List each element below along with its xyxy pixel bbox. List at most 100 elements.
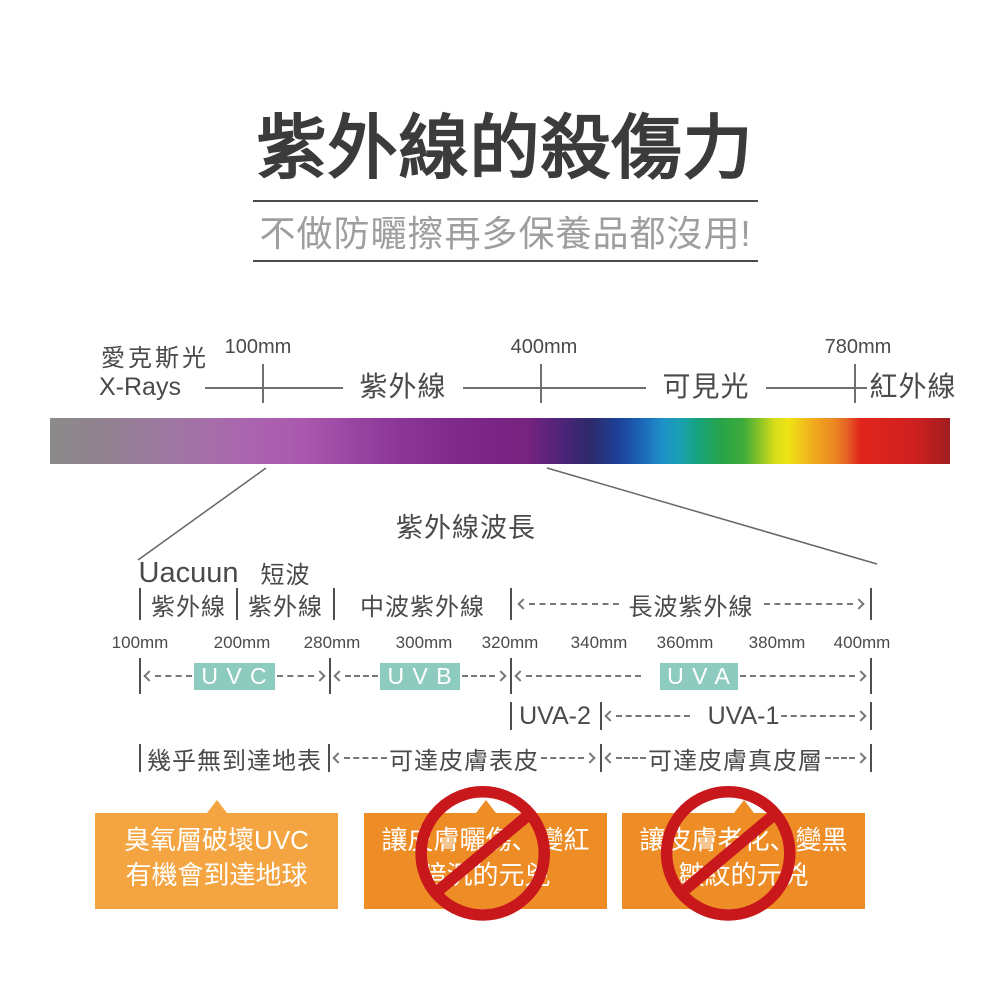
uva1-label: UVA-1 bbox=[707, 701, 780, 730]
axis-label-infrared: 紅外線 bbox=[869, 371, 957, 402]
arrowhead-right-icon bbox=[584, 752, 596, 764]
scale-label-200mm: 200mm bbox=[213, 633, 271, 652]
band-vacuum-upper: Uacuun bbox=[138, 557, 239, 590]
reach-uva-label: 可達皮膚真皮層 bbox=[648, 747, 823, 775]
reach-uvb-segment: 可達皮膚表皮 bbox=[331, 744, 597, 775]
uva-subtypes-row: UVA-2 UVA-1 bbox=[140, 702, 872, 730]
dashed-line bbox=[344, 757, 387, 759]
subtitle-block: 不做防曬擦再多保養品都沒用! bbox=[253, 200, 758, 262]
uvc-badge: U V C bbox=[194, 662, 275, 690]
uvb-badge: U V B bbox=[380, 662, 460, 690]
uva1-segment: UVA-1 bbox=[603, 702, 868, 730]
callout-pointer-icon bbox=[733, 800, 754, 813]
band-short-upper: 短波 bbox=[237, 558, 334, 590]
callout-pointer-icon bbox=[206, 800, 227, 813]
subtype-bar-340 bbox=[600, 702, 602, 730]
arrowhead-right-icon bbox=[495, 670, 507, 682]
scale-label-340mm: 340mm bbox=[570, 633, 628, 652]
scale-label-360mm: 360mm bbox=[656, 633, 714, 652]
arrowhead-left-icon bbox=[517, 598, 529, 610]
axis-tick-label-400: 400mm bbox=[510, 336, 578, 358]
axis-tick-label-780: 780mm bbox=[824, 336, 892, 358]
band-short-lower: 紫外線 bbox=[238, 588, 333, 621]
scale-label-280mm: 280mm bbox=[303, 633, 361, 652]
scale-label-100mm: 100mm bbox=[111, 633, 169, 652]
reach-uvb-label: 可達皮膚表皮 bbox=[389, 747, 539, 775]
reach-bar-280 bbox=[328, 744, 330, 772]
band-mid: 中波紫外線 bbox=[335, 588, 510, 621]
arrowhead-right-icon bbox=[314, 670, 326, 682]
band-vacuum-name: Uacuun bbox=[138, 557, 239, 589]
uva2-segment: UVA-2 bbox=[512, 702, 598, 730]
uvb-segment: U V B bbox=[332, 658, 508, 694]
uva-segment: U V A bbox=[513, 658, 868, 694]
subtype-bar-400 bbox=[870, 702, 872, 730]
uv-wavelength-title: 紫外線波長 bbox=[396, 513, 536, 543]
dashed-line bbox=[616, 715, 690, 717]
callout-uvc-line1: 臭氧層破壞UVC bbox=[124, 825, 309, 855]
callout-uvb: 讓皮膚曬傷、變紅 暗沉的元兇 bbox=[364, 800, 607, 909]
band-vacuum-label: 紫外線 bbox=[151, 593, 226, 621]
arrowhead-right-icon bbox=[855, 670, 867, 682]
callout-pointer-icon bbox=[475, 800, 496, 813]
callout-uvb-line1: 讓皮膚曬傷、變紅 bbox=[381, 825, 590, 855]
arrowhead-left-icon bbox=[333, 670, 345, 682]
axis-tick-780 bbox=[854, 364, 856, 403]
band-long-label: 長波紫外線 bbox=[628, 593, 754, 621]
spectrum-gradient-bar bbox=[50, 418, 950, 464]
type-bar-320 bbox=[510, 658, 512, 694]
callout-uvc-line2: 有機會到達地球 bbox=[125, 860, 308, 890]
callout-uva-line2: 皺紋的元兇 bbox=[678, 860, 809, 890]
arrowhead-left-icon bbox=[332, 752, 344, 764]
dashed-line bbox=[529, 603, 619, 605]
arrowhead-left-icon bbox=[604, 710, 616, 722]
reach-bar-100 bbox=[139, 744, 141, 772]
band-vacuum-lower: 紫外線 bbox=[141, 588, 236, 621]
reach-bar-400 bbox=[870, 744, 872, 772]
band-short-name: 短波 bbox=[260, 562, 311, 589]
band-bar-400 bbox=[870, 588, 872, 620]
uv-types-row: U V C U V B U V A bbox=[139, 658, 872, 694]
scale-label-320mm: 320mm bbox=[481, 633, 539, 652]
arrowhead-right-icon bbox=[853, 598, 865, 610]
reach-bar-340 bbox=[600, 744, 602, 772]
dashed-line bbox=[541, 757, 584, 759]
uva2-label: UVA-2 bbox=[519, 701, 591, 730]
band-bar-200 bbox=[236, 588, 238, 620]
subtitle-text: 不做防曬擦再多保養品都沒用! bbox=[259, 213, 752, 254]
type-bar-400 bbox=[870, 658, 872, 694]
axis-line bbox=[205, 387, 867, 389]
arrowhead-left-icon bbox=[604, 752, 616, 764]
axis-tick-100 bbox=[262, 364, 264, 403]
dashed-line bbox=[461, 675, 496, 677]
band-bar-100 bbox=[139, 588, 141, 620]
xray-label-en: X-Rays bbox=[99, 373, 181, 401]
uva-badge: U V A bbox=[660, 662, 738, 690]
axis-label-visible: 可見光 bbox=[646, 370, 766, 404]
callout-uva: 讓皮膚老化、變黑 皺紋的元兇 bbox=[622, 800, 865, 909]
axis-tick-label-100: 100mm bbox=[224, 336, 292, 358]
type-bar-280 bbox=[329, 658, 331, 694]
uv-band-row: 紫外線 紫外線 中波紫外線 長波紫外線 bbox=[139, 588, 872, 621]
scale-label-380mm: 380mm bbox=[748, 633, 806, 652]
uv-scale-row: 100mm 200mm 280mm 300mm 320mm 340mm 360m… bbox=[112, 633, 891, 653]
dashed-line bbox=[825, 757, 855, 759]
callout-uvb-line2: 暗沉的元兇 bbox=[420, 860, 551, 890]
reach-uvc-segment: 幾乎無到達地表 bbox=[141, 744, 328, 775]
page-title: 紫外線的殺傷力 bbox=[256, 109, 754, 187]
callout-uvc: 臭氧層破壞UVC 有機會到達地球 bbox=[95, 800, 338, 909]
xray-label-zh: 愛克斯光 bbox=[101, 345, 209, 372]
scale-label-300mm: 300mm bbox=[395, 633, 453, 652]
arrowhead-right-icon bbox=[855, 710, 867, 722]
arrowhead-left-icon bbox=[143, 670, 155, 682]
axis-label-uv: 紫外線 bbox=[343, 370, 463, 404]
dashed-line bbox=[616, 757, 646, 759]
dashed-line bbox=[739, 675, 855, 677]
band-bar-280 bbox=[333, 588, 335, 620]
dashed-line bbox=[155, 675, 193, 677]
reach-uvc-label: 幾乎無到達地表 bbox=[147, 747, 322, 775]
band-long: 長波紫外線 bbox=[516, 588, 866, 621]
subtype-bar-320 bbox=[510, 702, 512, 730]
reach-uva-segment: 可達皮膚真皮層 bbox=[603, 744, 868, 775]
